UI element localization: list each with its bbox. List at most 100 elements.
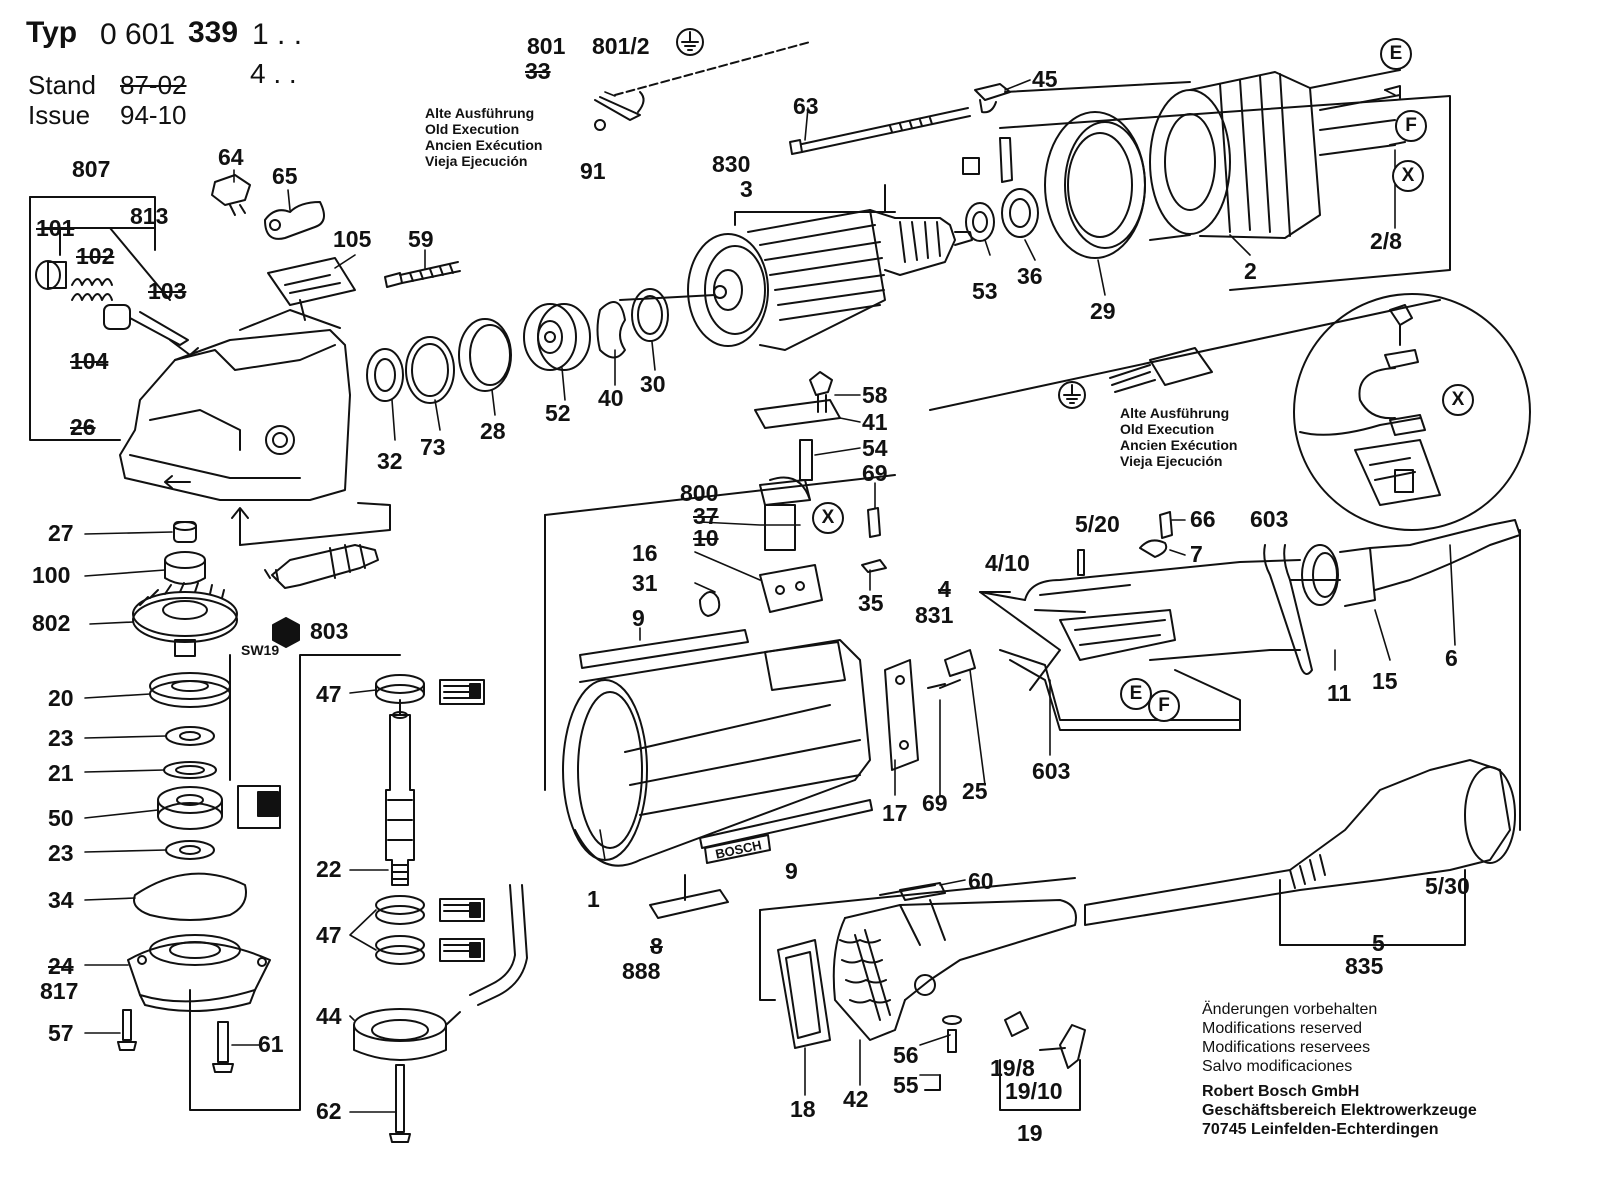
ground-symbol-mid bbox=[1058, 381, 1086, 409]
part-label-5: 5 bbox=[1372, 930, 1385, 956]
footer-company: Robert Bosch GmbH Geschäftsbereich Elekt… bbox=[1202, 1082, 1477, 1139]
part-label-56: 56 bbox=[893, 1042, 919, 1068]
part-label-62: 62 bbox=[316, 1098, 342, 1124]
part-label-63: 63 bbox=[793, 93, 819, 119]
circle-mark-x: X bbox=[1392, 160, 1424, 192]
footer-line: Modifications reservees bbox=[1202, 1039, 1371, 1056]
part-label-66: 66 bbox=[1190, 506, 1216, 532]
part-label-103: 103 bbox=[148, 278, 187, 304]
part-label-24: 24 bbox=[48, 953, 74, 979]
part-label-19: 19 bbox=[1017, 1120, 1043, 1146]
part-label-69: 69 bbox=[862, 460, 888, 486]
part-label-37: 37 bbox=[693, 503, 719, 529]
part-label-104: 104 bbox=[70, 348, 109, 374]
part-label-3: 3 bbox=[740, 176, 753, 202]
footer-line: Modifications reserved bbox=[1202, 1020, 1363, 1037]
part-label-26: 26 bbox=[70, 414, 96, 440]
ground-plug-group bbox=[1109, 347, 1213, 393]
part-label-102: 102 bbox=[76, 243, 115, 269]
part-label-27: 27 bbox=[48, 520, 74, 546]
part-label-41: 41 bbox=[862, 409, 888, 435]
note-line: Old Execution bbox=[425, 121, 520, 137]
note-line: Ancien Exécution bbox=[425, 137, 543, 153]
part-label-803: 803 bbox=[310, 618, 349, 644]
type-suffix-2: 4 . . bbox=[250, 58, 297, 89]
part-label-54: 54 bbox=[862, 435, 888, 461]
part-label-4: 4 bbox=[938, 576, 951, 602]
part-label-19-10: 19/10 bbox=[1005, 1078, 1063, 1104]
part-label-47-lower: 47 bbox=[316, 922, 342, 948]
part-label-23: 23 bbox=[48, 725, 74, 751]
note-line: Vieja Ejecución bbox=[1120, 453, 1223, 469]
part-label-28: 28 bbox=[480, 418, 506, 444]
note-line: Alte Ausführung bbox=[425, 105, 535, 121]
part-label-33: 33 bbox=[525, 58, 551, 84]
part-label-1: 1 bbox=[587, 886, 600, 912]
circle-mark-e-switch: E bbox=[1120, 678, 1152, 710]
part-label-21: 21 bbox=[48, 760, 74, 786]
part-label-53: 53 bbox=[972, 278, 998, 304]
circle-mark-f: F bbox=[1395, 110, 1427, 142]
part-label-6: 6 bbox=[1445, 645, 1458, 671]
note-line: Vieja Ejecución bbox=[425, 153, 528, 169]
ground-symbol-top bbox=[676, 28, 704, 56]
part-label-800: 800 bbox=[680, 480, 719, 506]
part-label-5-20: 5/20 bbox=[1075, 511, 1120, 537]
part-label-15: 15 bbox=[1372, 668, 1398, 694]
part-label-9-lower: 9 bbox=[785, 858, 798, 884]
part-label-57: 57 bbox=[48, 1020, 74, 1046]
type-suffix: 1 . . bbox=[252, 18, 303, 51]
old-execution-note-top: Alte Ausführung Old Execution Ancien Exé… bbox=[425, 105, 542, 169]
part-label-101: 101 bbox=[36, 215, 75, 241]
part-label-8: 8 bbox=[650, 933, 663, 959]
old-execution-note-mid: Alte Ausführung Old Execution Ancien Exé… bbox=[1120, 405, 1237, 469]
type-code: 339 bbox=[188, 16, 239, 49]
switch-wiring-group bbox=[979, 511, 1521, 831]
company-line: 70745 Leinfelden-Echterdingen bbox=[1202, 1121, 1439, 1138]
part-label-17: 17 bbox=[882, 800, 908, 826]
part-label-801-2: 801/2 bbox=[592, 33, 650, 59]
part-label-59: 59 bbox=[408, 226, 434, 252]
note-line: Old Execution bbox=[1120, 421, 1215, 437]
part-label-52: 52 bbox=[545, 400, 571, 426]
part-label-35: 35 bbox=[858, 590, 884, 616]
part-label-9: 9 bbox=[632, 605, 645, 631]
part-label-65: 65 bbox=[272, 163, 298, 189]
footer-line: Salvo modificaciones bbox=[1202, 1058, 1353, 1075]
part-label-29: 29 bbox=[1090, 298, 1116, 324]
part-label-36: 36 bbox=[1017, 263, 1043, 289]
part-label-2-8: 2/8 bbox=[1370, 228, 1402, 254]
part-label-603-lower: 603 bbox=[1032, 758, 1071, 784]
part-label-30: 30 bbox=[640, 371, 666, 397]
circle-mark-e: E bbox=[1380, 38, 1412, 70]
part-label-50: 50 bbox=[48, 805, 74, 831]
part-label-60: 60 bbox=[968, 868, 994, 894]
part-label-32: 32 bbox=[377, 448, 403, 474]
part-label-sw19: SW19 bbox=[241, 642, 280, 658]
circle-mark-x-brush: X bbox=[812, 502, 844, 534]
part-label-16: 16 bbox=[632, 540, 658, 566]
company-line: Geschäftsbereich Elektrowerkzeuge bbox=[1202, 1102, 1477, 1119]
part-label-831: 831 bbox=[915, 602, 954, 628]
part-label-5-30: 5/30 bbox=[1425, 873, 1470, 899]
part-label-20: 20 bbox=[48, 685, 74, 711]
part-label-603: 603 bbox=[1250, 506, 1289, 532]
handle-group bbox=[759, 759, 1516, 1111]
shaft-stack-group bbox=[353, 674, 528, 1143]
part-label-58: 58 bbox=[862, 382, 888, 408]
part-label-69-lower: 69 bbox=[922, 790, 948, 816]
leader-lines bbox=[84, 79, 1456, 1113]
brush-holder-group bbox=[544, 371, 896, 791]
motor-top-group bbox=[366, 41, 1451, 411]
part-label-61: 61 bbox=[258, 1031, 284, 1057]
footer-line: Änderungen vorbehalten bbox=[1202, 1001, 1378, 1018]
part-label-22: 22 bbox=[316, 856, 342, 882]
part-label-91: 91 bbox=[580, 158, 606, 184]
part-label-830: 830 bbox=[712, 151, 751, 177]
part-label-105: 105 bbox=[333, 226, 372, 252]
part-label-19-8: 19/8 bbox=[990, 1055, 1035, 1081]
note-line: Alte Ausführung bbox=[1120, 405, 1230, 421]
part-label-18: 18 bbox=[790, 1096, 816, 1122]
part-label-813: 813 bbox=[130, 203, 169, 229]
